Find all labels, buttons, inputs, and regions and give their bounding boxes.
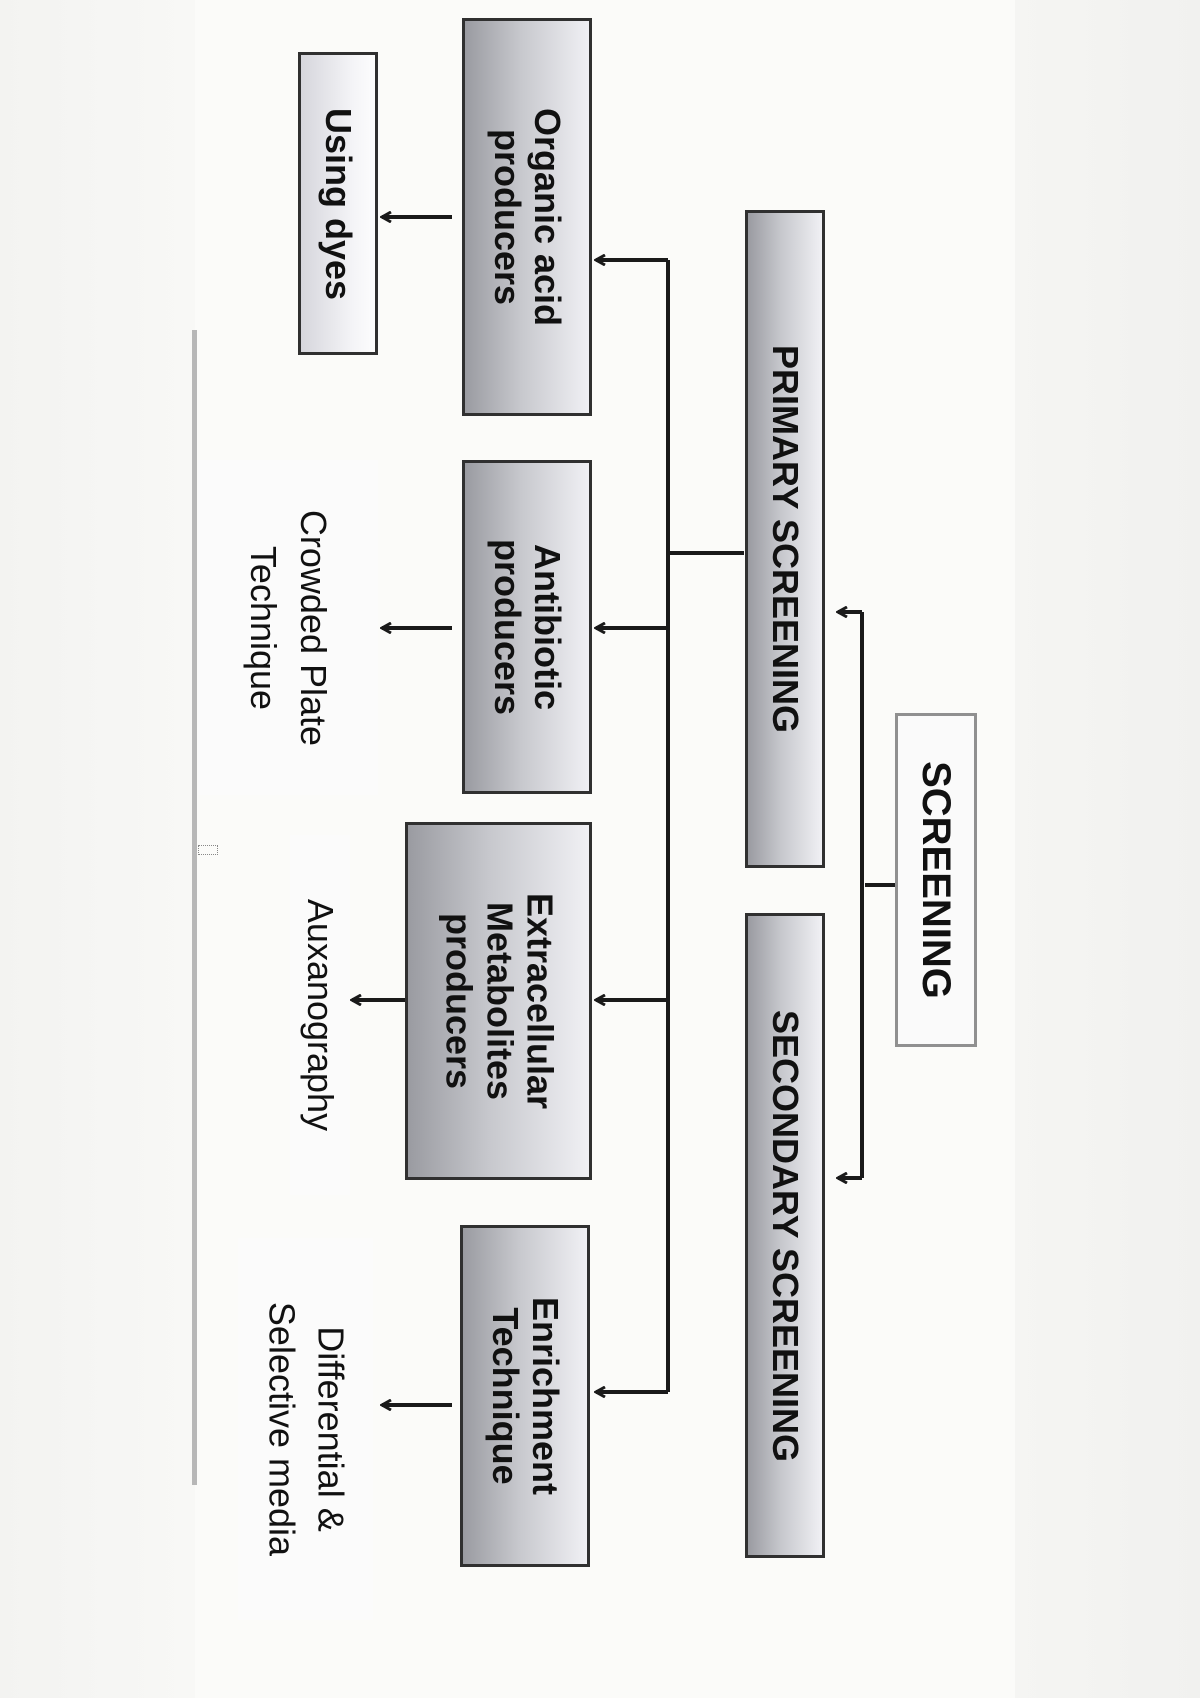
enrichment-technique-label: Enrichment Technique xyxy=(485,1296,567,1496)
antibiotic-producers-label: Antibiotic producers xyxy=(487,538,569,716)
organic-acid-producers-label: Organic acid producers xyxy=(487,107,569,327)
right-page-margin xyxy=(1015,0,1200,1698)
organic-acid-producers-box: Organic acid producers xyxy=(462,18,592,416)
screening-root-box: SCREENING xyxy=(895,713,977,1047)
enrichment-technique-box: Enrichment Technique xyxy=(460,1225,590,1567)
extracellular-metabolites-producers-box: Extracellular Metabolites producers xyxy=(405,822,592,1180)
using-dyes-box: Using dyes xyxy=(298,52,378,355)
primary-screening-label: PRIMARY SCREENING xyxy=(765,344,807,734)
antibiotic-producers-box: Antibiotic producers xyxy=(462,460,592,794)
secondary-screening-label: SECONDARY SCREENING xyxy=(765,1009,807,1462)
primary-screening-box: PRIMARY SCREENING xyxy=(745,210,825,868)
crowded-plate-technique-label: Crowded Plate Technique xyxy=(243,509,335,746)
dotted-mark xyxy=(198,845,218,855)
auxanography-label: Auxanography xyxy=(300,898,342,1132)
secondary-screening-box: SECONDARY SCREENING xyxy=(745,913,825,1558)
vertical-rule xyxy=(192,330,197,1485)
screening-root-label: SCREENING xyxy=(914,761,959,999)
crowded-plate-technique-box: Crowded Plate Technique xyxy=(198,460,378,795)
auxanography-box: Auxanography xyxy=(290,835,350,1195)
differential-selective-media-label: Differential & Selective media xyxy=(261,1301,352,1557)
extracellular-metabolites-producers-label: Extracellular Metabolites producers xyxy=(438,892,560,1110)
left-page-margin xyxy=(0,0,195,1698)
using-dyes-label: Using dyes xyxy=(318,107,360,300)
differential-selective-media-box: Differential & Selective media xyxy=(238,1238,373,1620)
